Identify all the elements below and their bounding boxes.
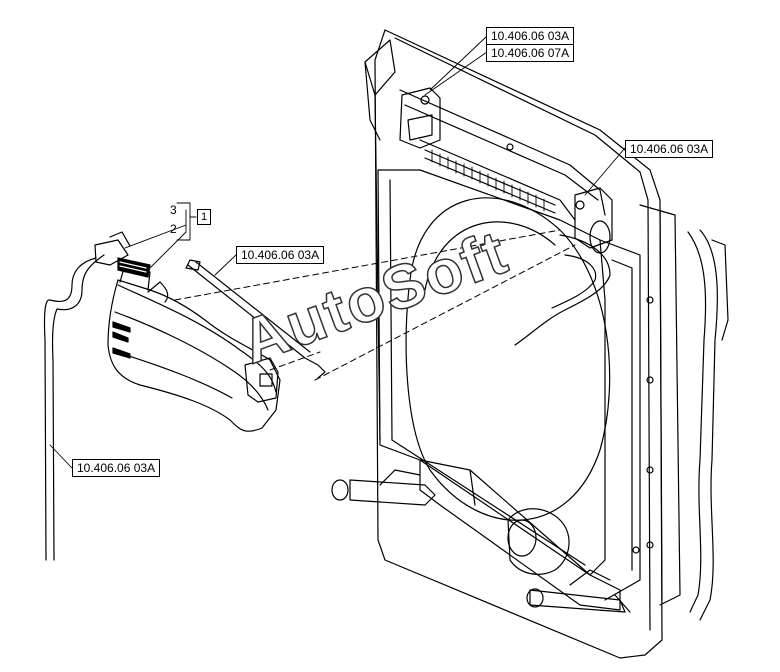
expansion-tank	[43, 231, 326, 561]
ref-label-middle[interactable]: 10.406.06 03A	[236, 246, 325, 264]
ref-label-bottom-left[interactable]: 10.406.06 03A	[72, 459, 161, 477]
ref-label-top-1[interactable]: 10.406.06 03A	[486, 27, 575, 45]
radiator-assembly	[174, 29, 729, 659]
callout-item-3[interactable]: 3	[170, 203, 177, 217]
ref-label-right[interactable]: 10.406.06 03A	[625, 140, 714, 158]
leader-lines	[49, 35, 626, 469]
ref-label-top-2[interactable]: 10.406.06 07A	[486, 44, 575, 62]
callout-item-2[interactable]: 2	[170, 222, 177, 236]
callout-item-1[interactable]: 1	[197, 209, 211, 225]
